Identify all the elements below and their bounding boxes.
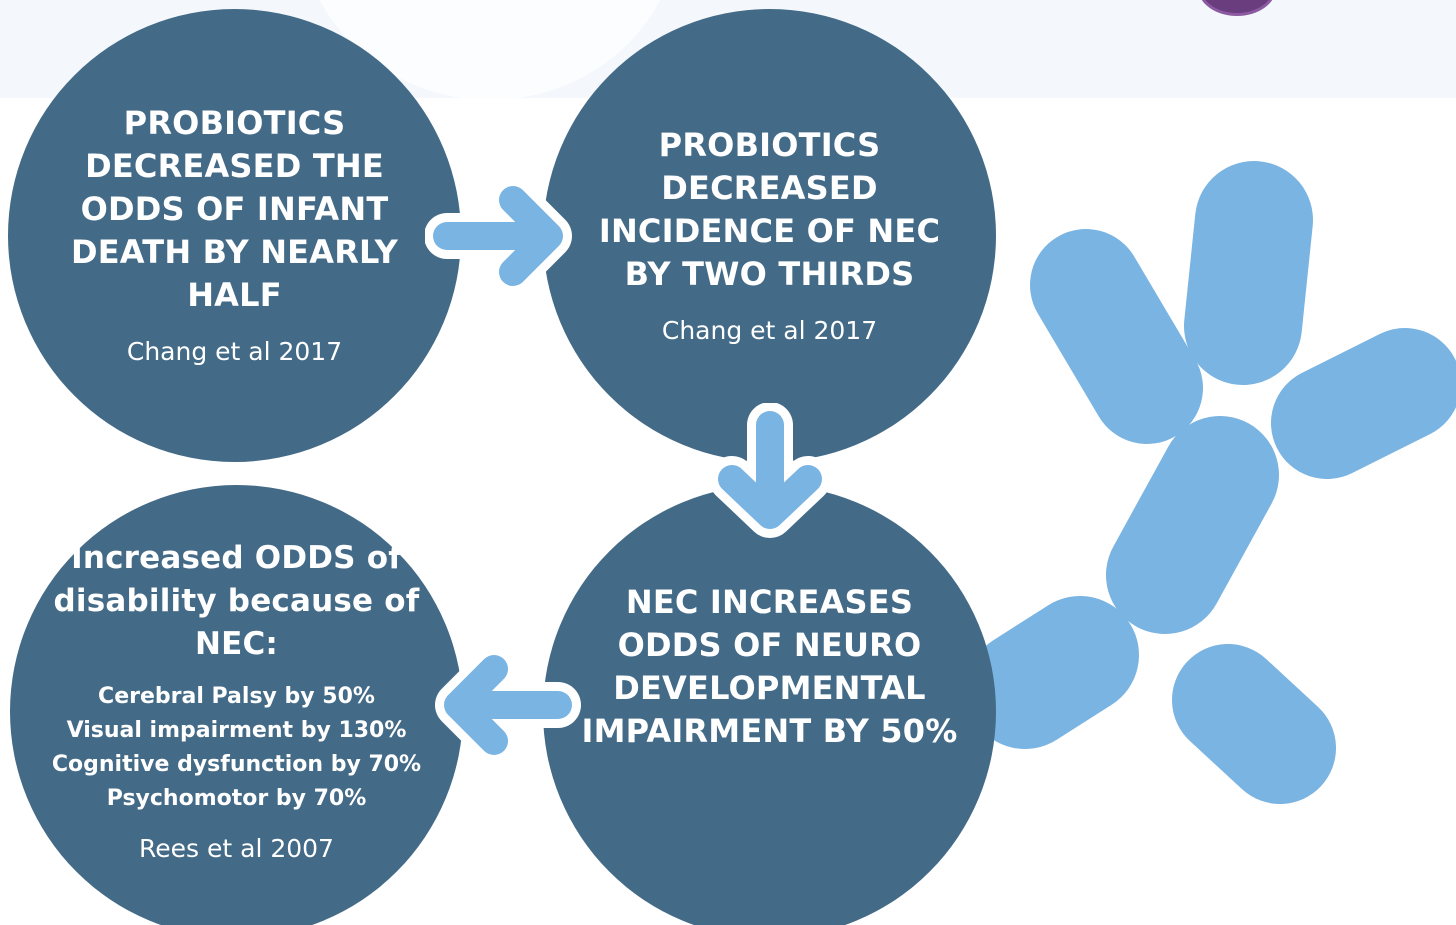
detail-item: Psychomotor by 70% [106,786,367,811]
molecule-capsule-center [1106,416,1279,634]
step-4-circle: Increased ODDS of disability because of … [10,485,463,925]
detail-item: Visual impairment by 130% [66,718,407,743]
step-4-headline: Increased ODDS of disability because of … [53,540,420,662]
arrow-left-icon [435,646,581,764]
detail-item: Cerebral Palsy by 50% [98,684,375,709]
step-1-headline: PROBIOTICS DECREASED THE ODDS OF INFANT … [70,104,399,314]
arrow-right-icon [425,178,572,295]
step-2-headline: PROBIOTICS DECREASED INCIDENCE OF NEC BY… [598,125,941,293]
molecule-capsule-lower-left [966,596,1139,749]
molecule-capsule-bottom [1172,644,1336,804]
arrow-down-icon [709,403,831,538]
step-2-circle: PROBIOTICS DECREASED INCIDENCE OF NEC BY… [543,9,996,462]
step-2-citation: Chang et al 2017 [661,315,878,345]
step-3-headline: NEC INCREASES ODDS OF NEURO DEVELOPMENTA… [581,583,958,750]
step-4-detail-list: Cerebral Palsy by 50% Visual impairment … [52,680,421,816]
step-3-circle: NEC INCREASES ODDS OF NEURO DEVELOPMENTA… [543,485,996,925]
molecule-capsule-right [1271,328,1456,479]
step-1-circle: PROBIOTICS DECREASED THE ODDS OF INFANT … [8,9,461,462]
molecule-capsule-top [1184,161,1313,385]
step-1-citation: Chang et al 2017 [126,337,343,366]
detail-item: Cognitive dysfunction by 70% [51,752,422,777]
molecule-capsule-upper-left [1030,229,1203,444]
step-4-citation: Rees et al 2007 [139,834,334,863]
